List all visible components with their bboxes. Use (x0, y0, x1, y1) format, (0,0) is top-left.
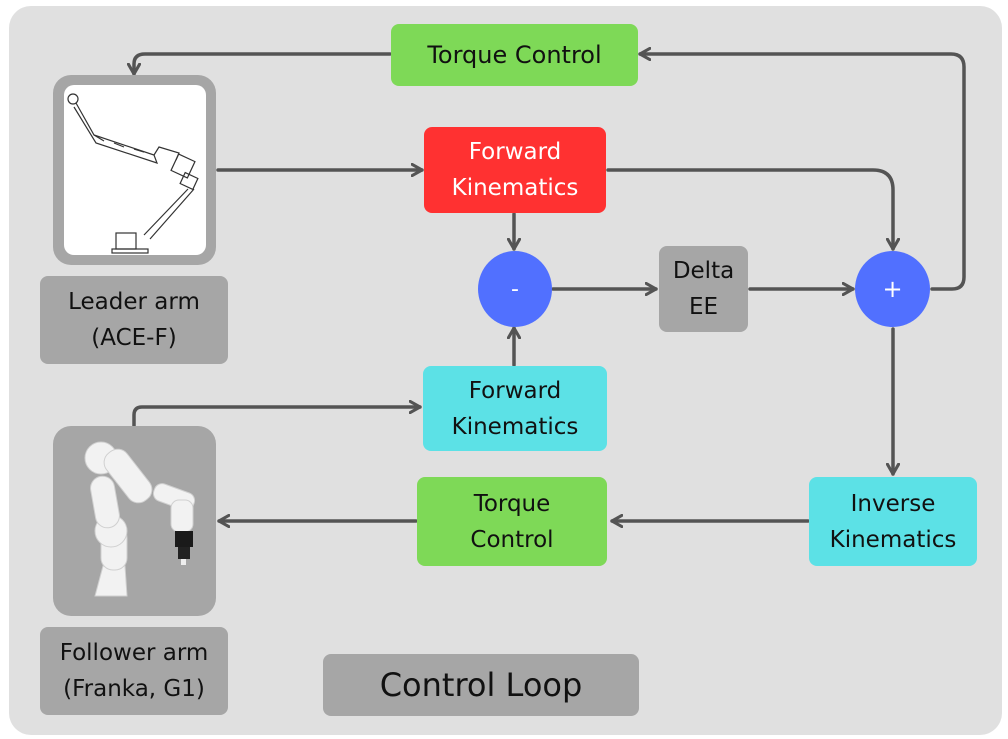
forward-kinematics-follower-node: Forward Kinematics (423, 366, 607, 451)
torque-control-bottom-node: Torque Control (417, 477, 607, 566)
subtract-junction: - (478, 251, 552, 327)
leader-arm-label: Leader arm (ACE-F) (40, 276, 228, 364)
edge-follower-to-fkf (132, 407, 422, 428)
leader-arm-drawing-icon (67, 93, 199, 254)
edge-add-to-torque-top (638, 54, 966, 291)
forward-kinematics-leader-node: Forward Kinematics (424, 127, 606, 213)
delta-ee-node: Delta EE (659, 246, 748, 332)
torque-control-top-node: Torque Control (391, 24, 638, 86)
edge-torque-to-leader (134, 52, 392, 76)
edge-fk-to-add (606, 168, 893, 251)
diagram-title: Control Loop (323, 654, 639, 716)
follower-arm-label: Follower arm (Franka, G1) (40, 627, 228, 715)
add-junction: + (855, 251, 930, 327)
leader-arm-image (53, 75, 216, 265)
follower-arm-image (53, 426, 216, 616)
franka-robot-icon (84, 441, 196, 597)
inverse-kinematics-node: Inverse Kinematics (809, 477, 977, 566)
